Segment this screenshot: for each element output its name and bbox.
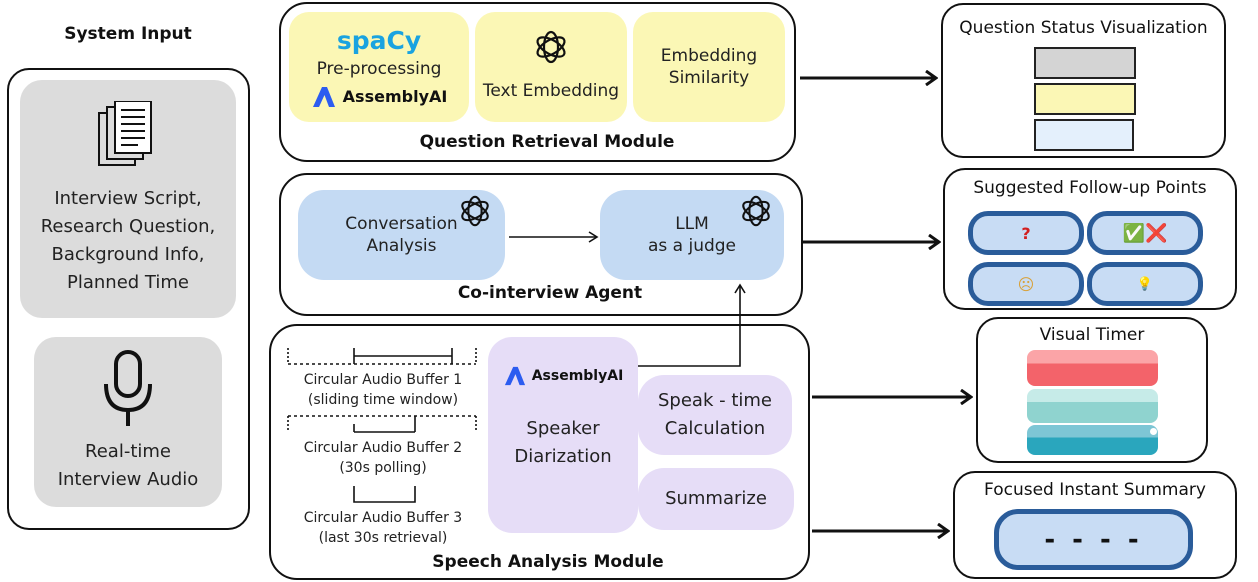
speech-analysis-title: Speech Analysis Module	[432, 552, 664, 572]
assemblyai-icon	[504, 366, 525, 386]
visual-timer-title: Visual Timer	[1039, 325, 1145, 345]
status-bar-grey	[1034, 47, 1136, 79]
script-line-1: Interview Script,	[54, 188, 202, 209]
microphone-icon	[98, 350, 158, 430]
buffer-1-sub: (sliding time window)	[307, 392, 459, 408]
conversation-analysis-line-2: Analysis	[366, 236, 437, 256]
script-line-3: Background Info,	[51, 244, 205, 265]
spacy-logo: spaCy	[336, 25, 422, 55]
text-embedding-box: Text Embedding	[475, 12, 627, 122]
lightbulb-icon: 💡	[1136, 276, 1154, 292]
co-interview-title: Co-interview Agent	[457, 283, 643, 303]
timer-bar-red	[1027, 350, 1158, 386]
summarize-label: Summarize	[665, 488, 767, 509]
llm-judge-line-2: as a judge	[647, 236, 737, 256]
embedding-similarity-line-2: Similarity	[668, 68, 750, 88]
script-line-4: Planned Time	[67, 272, 189, 293]
instant-summary-pill: - - - -	[994, 509, 1193, 570]
speaker-diarization-box: AssemblyAI Speaker Diarization	[488, 337, 638, 533]
script-line-2: Research Question,	[40, 216, 216, 237]
timer-bar-teal	[1027, 389, 1158, 423]
buffer-2-label: Circular Audio Buffer 2 (30s polling)	[288, 438, 478, 478]
assemblyai-icon	[312, 86, 335, 107]
speak-time-line-1: Speak - time	[658, 390, 772, 411]
buffer-1-title: Circular Audio Buffer 1	[303, 372, 463, 388]
status-bar-blue	[1034, 119, 1134, 151]
script-input-box: Interview Script, Research Question, Bac…	[20, 80, 236, 318]
instant-summary-title: Focused Instant Summary	[984, 480, 1206, 500]
follow-up-idea-pill: 💡	[1087, 262, 1203, 306]
buffer-3-title: Circular Audio Buffer 3	[303, 510, 463, 526]
preprocessing-box: spaCy Pre-processing AssemblyAI	[289, 12, 469, 122]
preprocessing-label: Pre-processing	[316, 58, 442, 79]
follow-up-title: Suggested Follow-up Points	[973, 178, 1207, 198]
embedding-similarity-line-1: Embedding	[660, 46, 758, 66]
status-bar-yellow	[1034, 83, 1136, 115]
audio-line-1: Real-time	[85, 441, 171, 462]
speak-time-box: Speak - time Calculation	[638, 375, 792, 455]
sad-face-icon: ☹	[1017, 274, 1035, 294]
question-retrieval-title: Question Retrieval Module	[419, 132, 675, 152]
buffer-3-label: Circular Audio Buffer 3 (last 30s retrie…	[288, 508, 478, 548]
assemblyai-label-bottom: AssemblyAI	[531, 368, 624, 384]
check-cross-icon: ✅❌	[1122, 222, 1168, 244]
assemblyai-label-top: AssemblyAI	[342, 87, 448, 106]
follow-up-question-pill: ?	[968, 211, 1084, 255]
speaker-diarization-line-2: Diarization	[514, 446, 612, 467]
audio-line-2: Interview Audio	[57, 469, 199, 490]
openai-icon	[739, 194, 773, 228]
question-status-title: Question Status Visualization	[959, 18, 1208, 38]
embedding-similarity-box: Embedding Similarity	[633, 12, 785, 122]
timer-highlight-icon	[1150, 428, 1157, 435]
buffer-1-label: Circular Audio Buffer 1 (sliding time wi…	[288, 370, 478, 410]
system-input-title: System Input	[64, 24, 192, 44]
conversation-analysis-line-1: Conversation	[345, 214, 458, 234]
audio-input-box: Real-time Interview Audio	[34, 337, 222, 507]
question-status-panel	[941, 3, 1226, 158]
assemblyai-logo-bottom: AssemblyAI	[503, 365, 624, 387]
assemblyai-logo-top: AssemblyAI	[311, 85, 448, 109]
llm-judge-line-1: LLM	[675, 214, 709, 234]
buffer-2-sub: (30s polling)	[339, 460, 427, 476]
speaker-diarization-line-1: Speaker	[526, 418, 600, 439]
summarize-box: Summarize	[638, 468, 794, 530]
openai-icon	[458, 194, 492, 228]
question-mark-icon: ?	[1021, 223, 1031, 243]
text-embedding-label: Text Embedding	[482, 81, 620, 101]
follow-up-check-cross-pill: ✅❌	[1087, 211, 1203, 255]
speak-time-line-2: Calculation	[664, 418, 766, 439]
documents-icon	[96, 101, 160, 171]
buffer-2-title: Circular Audio Buffer 2	[303, 440, 463, 456]
openai-icon	[533, 29, 569, 65]
timer-bar-blue	[1027, 425, 1158, 455]
buffer-3-sub: (last 30s retrieval)	[318, 530, 448, 546]
follow-up-sad-pill: ☹	[968, 262, 1084, 306]
summary-placeholder: - - - -	[1044, 524, 1143, 555]
